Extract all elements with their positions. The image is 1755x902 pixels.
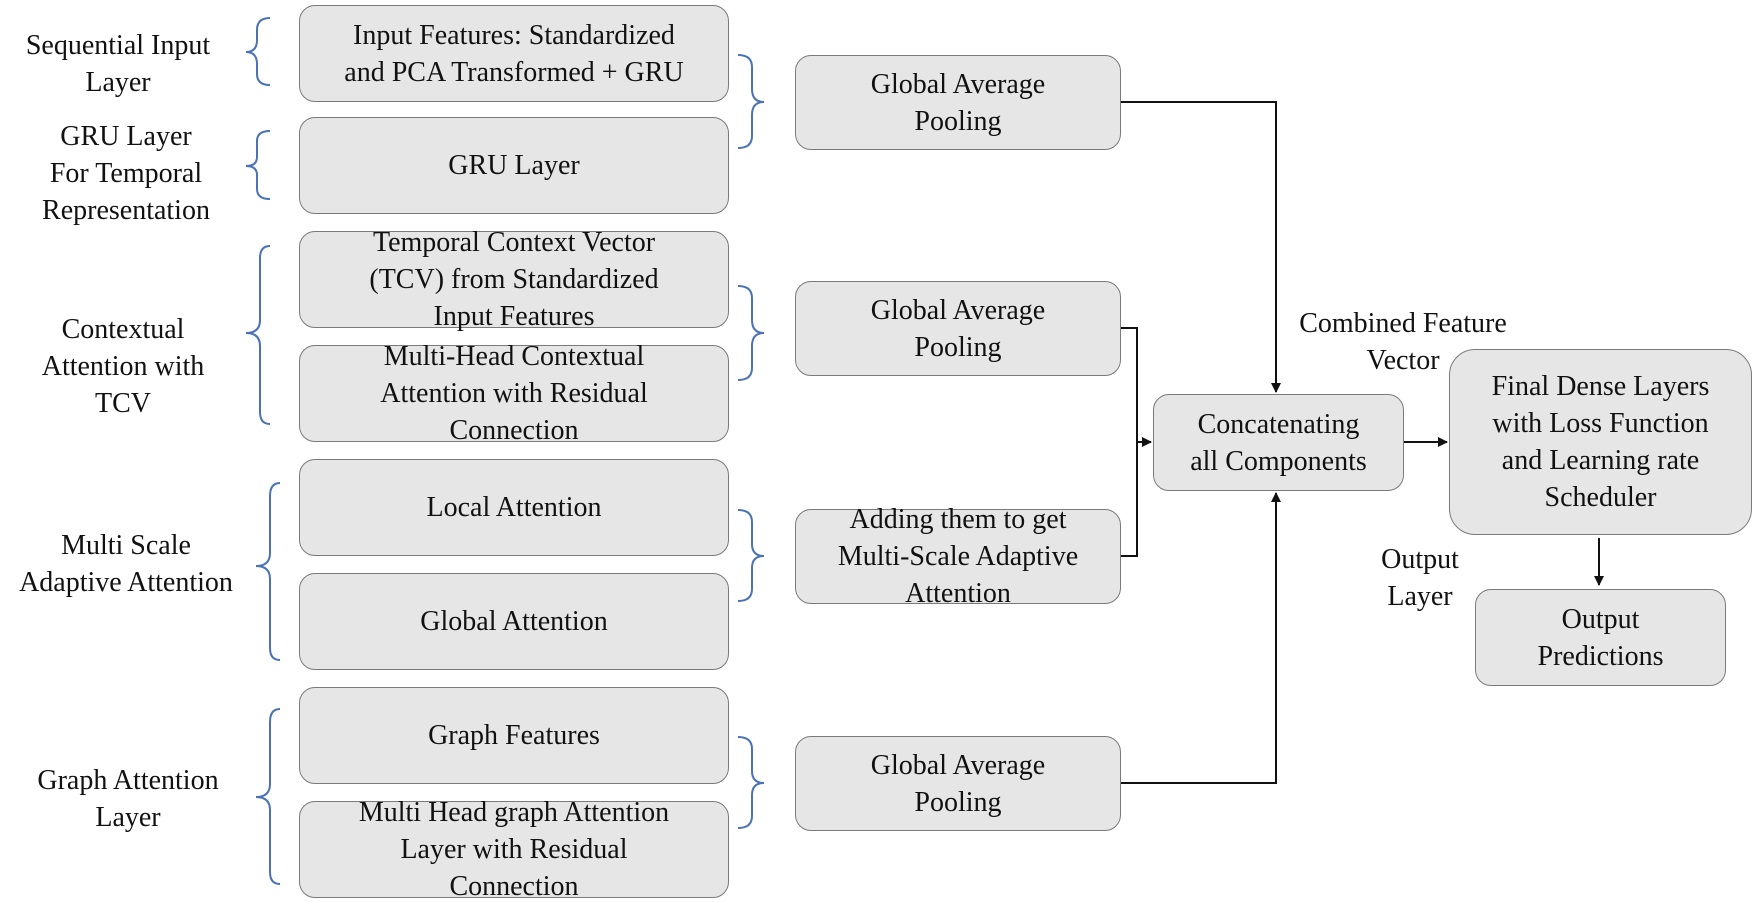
box-gap-3-text: Global Average Pooling	[870, 749, 1046, 818]
box-global-average-pooling-2: Global Average Pooling	[795, 281, 1121, 376]
label-multi-scale: Multi Scale Adaptive Attention	[19, 530, 233, 598]
box-graph-features: Graph Features	[299, 687, 729, 784]
brace-gru-temporal	[245, 130, 271, 200]
label-contextual-attention: Contextual Attention with TCV	[41, 314, 205, 419]
box-graph-features-text: Graph Features	[428, 720, 600, 751]
label-output-layer: Output Layer	[1381, 544, 1459, 612]
box-final-dense-layers: Final Dense Layers with Loss Function an…	[1449, 349, 1752, 535]
box-local-attention: Local Attention	[299, 459, 729, 556]
brace-sequential-input	[245, 17, 271, 86]
box-global-attention: Global Attention	[299, 573, 729, 670]
box-output-predictions: Output Predictions	[1475, 589, 1726, 686]
box-global-average-pooling-3: Global Average Pooling	[795, 736, 1121, 831]
box-adding-multi-scale-text: Adding them to get Multi-Scale Adaptive …	[837, 504, 1079, 609]
box-adding-multi-scale: Adding them to get Multi-Scale Adaptive …	[795, 504, 1121, 609]
box-gru-layer: GRU Layer	[299, 117, 729, 214]
bracket-group-3	[737, 509, 765, 602]
label-gru-temporal: GRU Layer For Temporal Representation	[42, 121, 210, 226]
box-input-features-text: Input Features: Standardized and PCA Tra…	[344, 19, 684, 88]
brace-contextual-attention	[245, 245, 271, 425]
bracket-group-1	[737, 54, 765, 149]
arrow-gap3-to-concat	[1121, 492, 1281, 784]
box-concatenating-text: Concatenating all Components	[1190, 408, 1367, 477]
box-multi-head-graph: Multi Head graph Attention Layer with Re…	[299, 797, 729, 902]
box-concatenating: Concatenating all Components	[1153, 394, 1404, 491]
arrow-gap2-adding-to-concat	[1121, 327, 1151, 557]
box-multi-head-contextual: Multi-Head Contextual Attention with Res…	[299, 341, 729, 446]
brace-multi-scale	[255, 482, 281, 661]
box-gap-2-text: Global Average Pooling	[870, 294, 1046, 363]
box-gap-1-text: Global Average Pooling	[870, 68, 1046, 137]
label-combined-feature-vector: Combined Feature Vector	[1299, 308, 1507, 376]
box-final-dense-text: Final Dense Layers with Loss Function an…	[1491, 371, 1710, 513]
box-global-attention-text: Global Attention	[420, 606, 608, 637]
bracket-group-4	[737, 736, 765, 829]
arrow-gap1-to-concat	[1121, 101, 1281, 393]
label-sequential-input: Sequential Input Layer	[25, 30, 211, 98]
box-output-predictions-text: Output Predictions	[1537, 603, 1664, 672]
box-temporal-context-vector: Temporal Context Vector (TCV) from Stand…	[299, 227, 729, 332]
bracket-group-2	[737, 285, 765, 381]
box-input-features: Input Features: Standardized and PCA Tra…	[299, 5, 729, 102]
box-multi-head-contextual-text: Multi-Head Contextual Attention with Res…	[380, 341, 648, 446]
box-tcv-text: Temporal Context Vector (TCV) from Stand…	[369, 227, 659, 332]
label-graph-attention: Graph Attention Layer	[37, 765, 219, 833]
box-gru-layer-text: GRU Layer	[448, 150, 580, 181]
box-local-attention-text: Local Attention	[426, 492, 602, 523]
box-multi-head-graph-text: Multi Head graph Attention Layer with Re…	[358, 797, 670, 902]
box-global-average-pooling-1: Global Average Pooling	[795, 55, 1121, 150]
brace-graph-attention	[255, 708, 281, 885]
